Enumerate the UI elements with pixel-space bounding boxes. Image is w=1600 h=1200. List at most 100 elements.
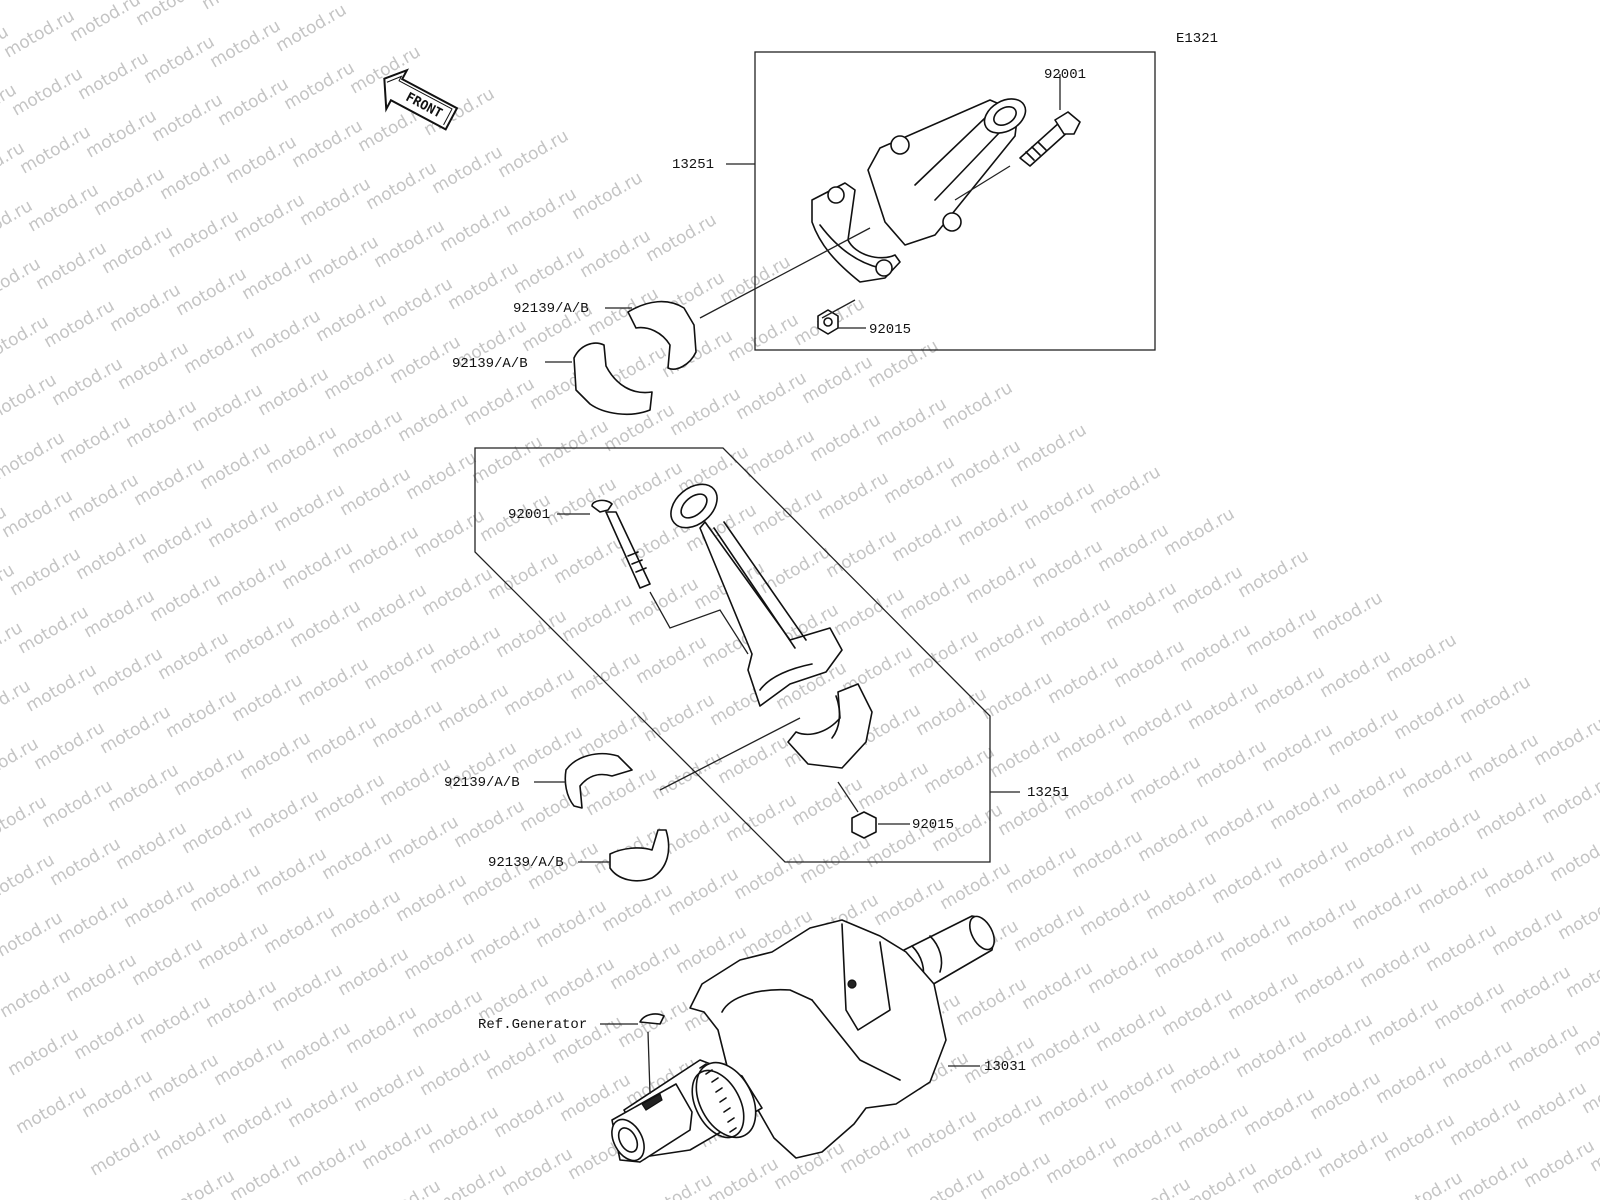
watermark-text: motod.ru [137, 992, 215, 1048]
watermark-text: motod.ru [123, 396, 201, 452]
watermark-text: motod.ru [953, 974, 1031, 1030]
watermark-text: motod.ru [0, 0, 70, 4]
watermark-text: motod.ru [385, 812, 463, 868]
watermark-text: motod.ru [823, 526, 901, 582]
watermark-text: motod.ru [1167, 1042, 1245, 1098]
watermark-text: motod.ru [495, 126, 573, 182]
watermark-text: motod.ru [641, 690, 719, 746]
watermark-text: motod.ru [67, 0, 145, 46]
watermark-text: motod.ru [1489, 904, 1567, 960]
watermark-text: motod.ru [429, 142, 507, 198]
mid-nut [851, 811, 877, 839]
watermark-text: motod.ru [199, 0, 277, 14]
watermark-text: motod.ru [1539, 772, 1600, 828]
watermark-text: motod.ru [1029, 536, 1107, 592]
watermark-text: motod.ru [1513, 1078, 1591, 1134]
watermark-text: motod.ru [1291, 952, 1369, 1008]
watermark-text: motod.ru [0, 966, 74, 1022]
watermark-text: motod.ru [897, 568, 975, 624]
top-bearing-lower [573, 342, 653, 416]
watermark-text: motod.ru [1161, 504, 1239, 560]
watermark-text: motod.ru [131, 454, 209, 510]
watermark-text: motod.ru [377, 754, 455, 810]
watermark-text: motod.ru [1103, 578, 1181, 634]
watermark-text: motod.ru [551, 532, 629, 588]
watermark-text: motod.ru [281, 58, 359, 114]
watermark-text: motod.ru [7, 544, 85, 600]
mid-connecting-rod [670, 483, 843, 707]
crank-gear [691, 1061, 757, 1139]
watermark-text: motod.ru [1259, 720, 1337, 776]
label-mid-bearing-1: 92139/A/B [444, 775, 520, 791]
watermark-text: motod.ru [1201, 794, 1279, 850]
watermark-text: motod.ru [321, 348, 399, 404]
watermark-text: motod.ru [247, 306, 325, 362]
watermark-text: motod.ru [79, 1066, 157, 1122]
watermark-text: motod.ru [1217, 910, 1295, 966]
watermark-text: motod.ru [105, 760, 183, 816]
watermark-text: motod.ru [39, 776, 117, 832]
watermark-text: motod.ru [1011, 900, 1089, 956]
watermark-text: motod.ru [1325, 704, 1403, 760]
woodruff-key [639, 1013, 665, 1025]
watermark-text: motod.ru [73, 528, 151, 584]
watermark-text: motod.ru [1043, 1132, 1121, 1188]
watermark-text: motod.ru [1159, 984, 1237, 1040]
watermark-text: motod.ru [57, 412, 135, 468]
watermark-text: motod.ru [157, 148, 235, 204]
watermark-text: motod.ru [947, 436, 1025, 492]
watermark-text: motod.ru [1019, 958, 1097, 1014]
watermark-text: motod.ru [33, 238, 111, 294]
watermark-text: motod.ru [295, 654, 373, 710]
watermark-text: motod.ru [633, 632, 711, 688]
watermark-text: motod.ru [319, 828, 397, 884]
mid-rod-cap [787, 683, 873, 769]
watermark-text: motod.ru [207, 16, 285, 72]
crankshaft [611, 915, 996, 1163]
watermark-text: motod.ru [327, 886, 405, 942]
watermark-text: motod.ru [303, 712, 381, 768]
watermark-text: motod.ru [575, 706, 653, 762]
watermark-text: motod.ru [55, 892, 133, 948]
watermark-text: motod.ru [87, 1124, 165, 1180]
watermark-text: motod.ru [1423, 920, 1501, 976]
watermark-text: motod.ru [855, 758, 933, 814]
watermark-text: motod.ru [1243, 604, 1321, 660]
watermark-text: motod.ru [1383, 630, 1461, 686]
watermark-text: motod.ru [293, 1134, 371, 1190]
watermark-text: motod.ru [1249, 1142, 1327, 1198]
watermark-text: motod.ru [1175, 1100, 1253, 1156]
watermark-text: motod.ru [889, 510, 967, 566]
watermark-text: motod.ru [1235, 546, 1313, 602]
watermark-text: motod.ru [253, 844, 331, 900]
watermark-text: motod.ru [625, 574, 703, 630]
watermark-text: motod.ru [71, 1008, 149, 1064]
watermark-text: motod.ru [445, 258, 523, 314]
watermark-text: motod.ru [1251, 662, 1329, 718]
watermark-text: motod.ru [107, 280, 185, 336]
watermark-text: motod.ru [1481, 846, 1559, 902]
watermark-text: motod.ru [153, 1108, 231, 1164]
watermark-text: motod.ru [223, 132, 301, 188]
watermark-text: motod.ru [493, 606, 571, 662]
top-bearing-upper [627, 300, 697, 370]
watermark-text: motod.ru [1225, 968, 1303, 1024]
watermark-text: motod.ru [1177, 620, 1255, 676]
watermark-text: motod.ru [367, 1176, 445, 1200]
watermark-text: motod.ru [41, 296, 119, 352]
watermark-text: motod.ru [425, 1102, 503, 1158]
watermark-text: motod.ru [1193, 736, 1271, 792]
label-mid-bolt: 92001 [508, 507, 550, 523]
watermark-text: motod.ru [361, 638, 439, 694]
watermark-text: motod.ru [485, 548, 563, 604]
watermark-text: motod.ru [569, 168, 647, 224]
watermark-text: motod.ru [277, 1018, 355, 1074]
watermark-text: motod.ru [255, 364, 333, 420]
watermark-text: motod.ru [955, 494, 1033, 550]
watermark-text: motod.ru [419, 564, 497, 620]
watermark-text: motod.ru [1497, 962, 1575, 1018]
watermark-text: motod.ru [261, 902, 339, 958]
watermark-text: motod.ru [1595, 1178, 1600, 1200]
watermark-text: motod.ru [1373, 1052, 1451, 1108]
watermark-text: motod.ru [799, 352, 877, 408]
